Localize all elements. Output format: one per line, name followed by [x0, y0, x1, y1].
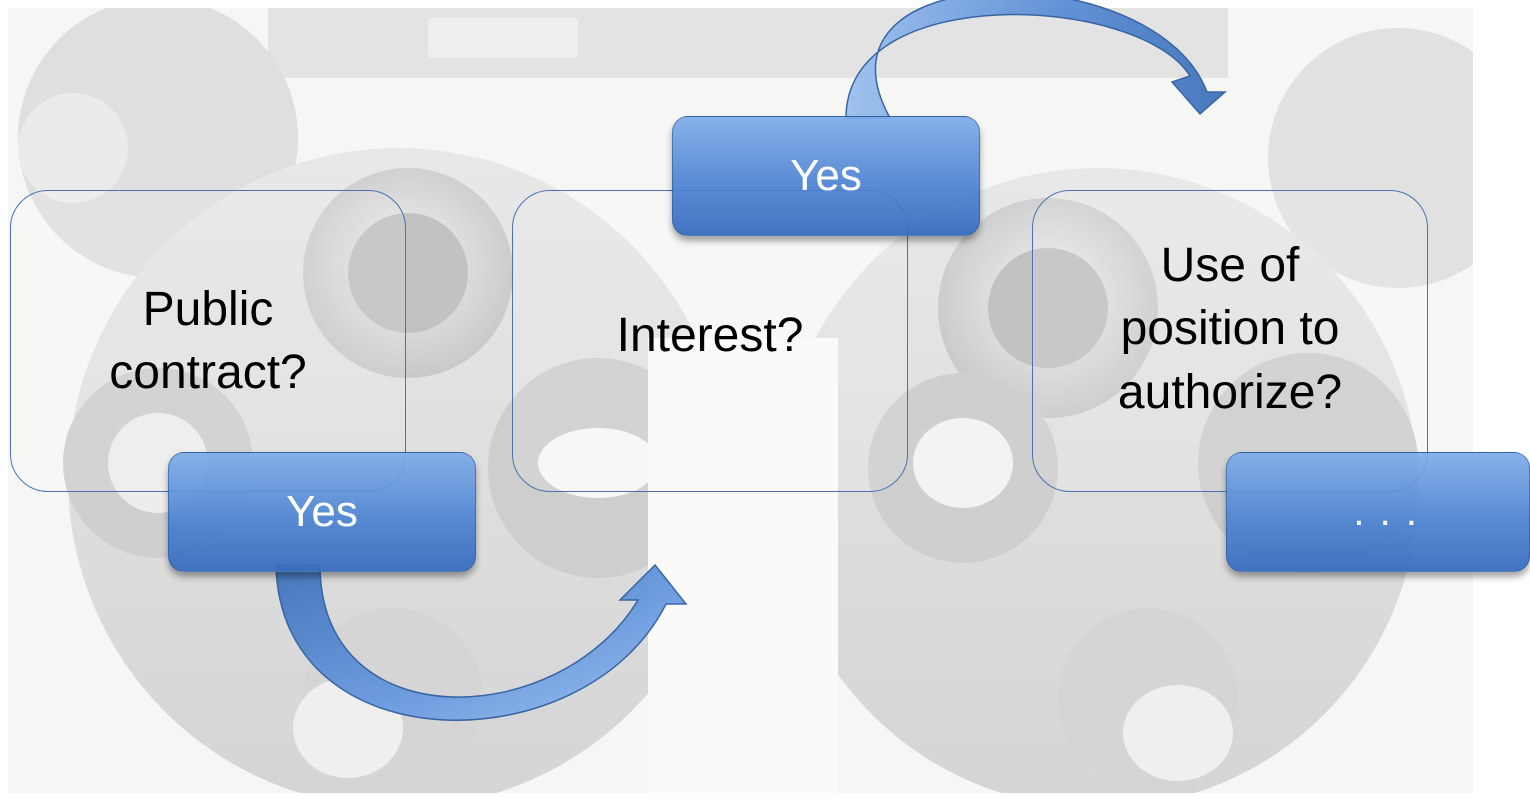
question-card-interest: Interest?: [512, 190, 908, 492]
answer-label: . . .: [1353, 489, 1419, 534]
answer-tag-yes-2: Yes: [672, 116, 980, 236]
question-card-public-contract: Public contract?: [10, 190, 406, 492]
question-card-use-of-position: Use of position to authorize?: [1032, 190, 1428, 492]
answer-label: Yes: [286, 487, 358, 536]
answer-tag-continuation: . . .: [1226, 452, 1530, 572]
question-text: Interest?: [616, 309, 804, 363]
question-text: Public contract?: [109, 282, 307, 399]
question-text: Use of position to authorize?: [1117, 238, 1343, 419]
answer-tag-yes-1: Yes: [168, 452, 476, 572]
answer-label: Yes: [790, 151, 862, 200]
